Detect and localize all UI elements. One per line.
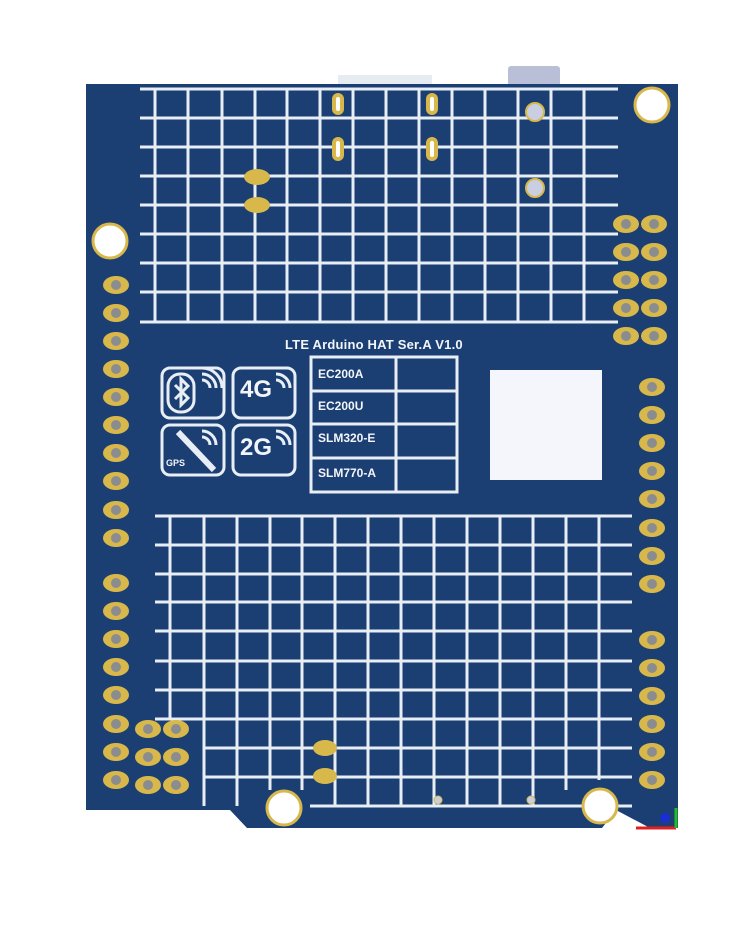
module-ec200a: EC200A [318, 367, 364, 381]
module-slm320e: SLM320-E [318, 431, 376, 445]
usb-connector [338, 75, 432, 85]
vias [433, 102, 545, 805]
mounting-holes [91, 86, 671, 827]
upper-silk-grid [140, 87, 618, 324]
module-table-frame [309, 355, 459, 494]
module-slm770a: SLM770-A [318, 466, 377, 480]
feature-icons [160, 366, 297, 477]
satellite-icon [175, 429, 217, 473]
left-pin-holes [111, 280, 181, 790]
pcb-outline [86, 84, 678, 828]
axis-triad [636, 808, 678, 830]
module-ec200u: EC200U [318, 399, 364, 413]
blank-label-area [490, 370, 602, 480]
sim-connector [508, 66, 560, 86]
2g-icon: 2G [240, 434, 273, 461]
slots [336, 97, 434, 157]
bluetooth-icon [166, 372, 196, 414]
4g-icon: 4G [240, 376, 273, 403]
lower-silk-grid [155, 514, 632, 808]
slotted-pads [244, 93, 438, 784]
left-header-pins [103, 276, 189, 794]
board-title: LTE Arduino HAT Ser.A V1.0 [285, 337, 463, 352]
gps-icon: GPS [166, 458, 186, 468]
right-pin-holes [621, 219, 659, 785]
